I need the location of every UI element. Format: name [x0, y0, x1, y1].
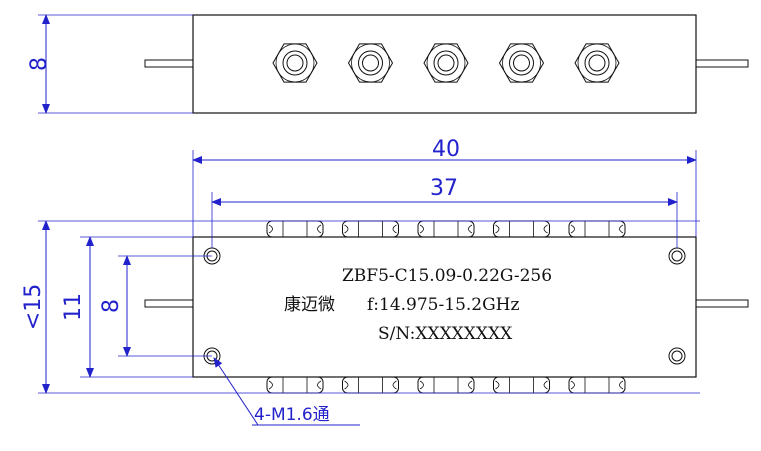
label-frequency: f:14.975-15.2GHz	[367, 295, 520, 315]
height-total-dimension: <15	[21, 220, 700, 394]
body-height-dimension: 11	[61, 236, 193, 378]
hex-nut	[568, 376, 626, 394]
top-view-connectors	[272, 43, 620, 83]
hex-nut	[417, 376, 475, 394]
hex-nut	[342, 220, 399, 238]
sma-connector	[347, 43, 394, 83]
width-total-dimension: 40	[192, 137, 697, 237]
sma-connector	[272, 43, 318, 83]
hex-nut	[493, 376, 550, 394]
top-view-height-dimension: 8	[27, 14, 193, 114]
label-brand: 康迈微	[284, 295, 335, 315]
hex-nut	[266, 376, 324, 394]
label-model: ZBF5-C15.09-0.22G-256	[342, 266, 552, 286]
hex-nut	[342, 376, 399, 394]
sma-connector	[498, 43, 545, 83]
hole-spacing-label: 37	[430, 176, 458, 201]
sma-connector	[423, 43, 469, 83]
front-view-right-pin	[695, 299, 749, 308]
top-view: 8	[27, 14, 749, 114]
front-view: ZBF5-C15.09-0.22G-256 康迈微 f:14.975-15.2G…	[21, 137, 749, 426]
hex-nut	[266, 220, 324, 238]
hex-nut	[417, 220, 475, 238]
hole-spacing-dimension: 37	[211, 176, 678, 248]
label-serial: S/N:XXXXXXXX	[378, 324, 513, 344]
front-view-left-pin	[144, 299, 194, 308]
hole-vertical-label: 8	[99, 299, 124, 313]
top-view-height-label: 8	[27, 57, 52, 71]
sma-connector	[574, 43, 620, 83]
hole-callout-label: 4-M1.6通	[254, 405, 330, 425]
top-view-body	[192, 14, 697, 114]
hex-nut	[493, 220, 550, 238]
height-total-label: <15	[21, 284, 46, 330]
hole-vertical-dimension: 8	[99, 255, 212, 357]
body-height-label: 11	[61, 293, 86, 321]
front-view-top-nuts	[266, 220, 626, 238]
mounting-hole	[668, 247, 686, 265]
top-view-left-pin	[144, 59, 194, 68]
hole-callout: 4-M1.6通	[213, 357, 360, 426]
front-view-bottom-nuts	[266, 376, 626, 394]
hex-nut	[568, 220, 626, 238]
top-view-right-pin	[695, 59, 749, 68]
mounting-hole	[668, 347, 686, 365]
width-total-label: 40	[432, 137, 460, 162]
